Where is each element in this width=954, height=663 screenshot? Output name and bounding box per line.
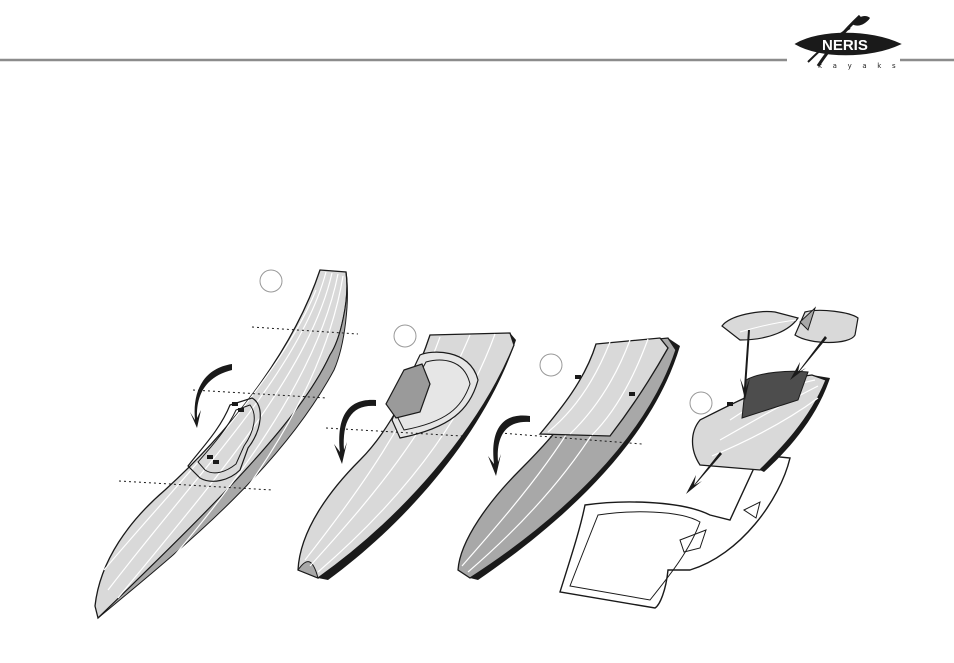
- step-1-fold-arrow-icon: [190, 364, 232, 428]
- seat-cushion: [722, 312, 798, 340]
- neris-logo: NERIS k a y a k s: [796, 16, 900, 70]
- step-4-marker: [690, 392, 712, 414]
- step-2-marker: [394, 325, 416, 347]
- brand-name: NERIS: [822, 37, 868, 54]
- insert-arrow-2-icon: [790, 336, 827, 380]
- step-1-marker: [260, 270, 282, 292]
- step-3-marker: [540, 354, 562, 376]
- brand-subtitle: k a y a k s: [818, 62, 900, 70]
